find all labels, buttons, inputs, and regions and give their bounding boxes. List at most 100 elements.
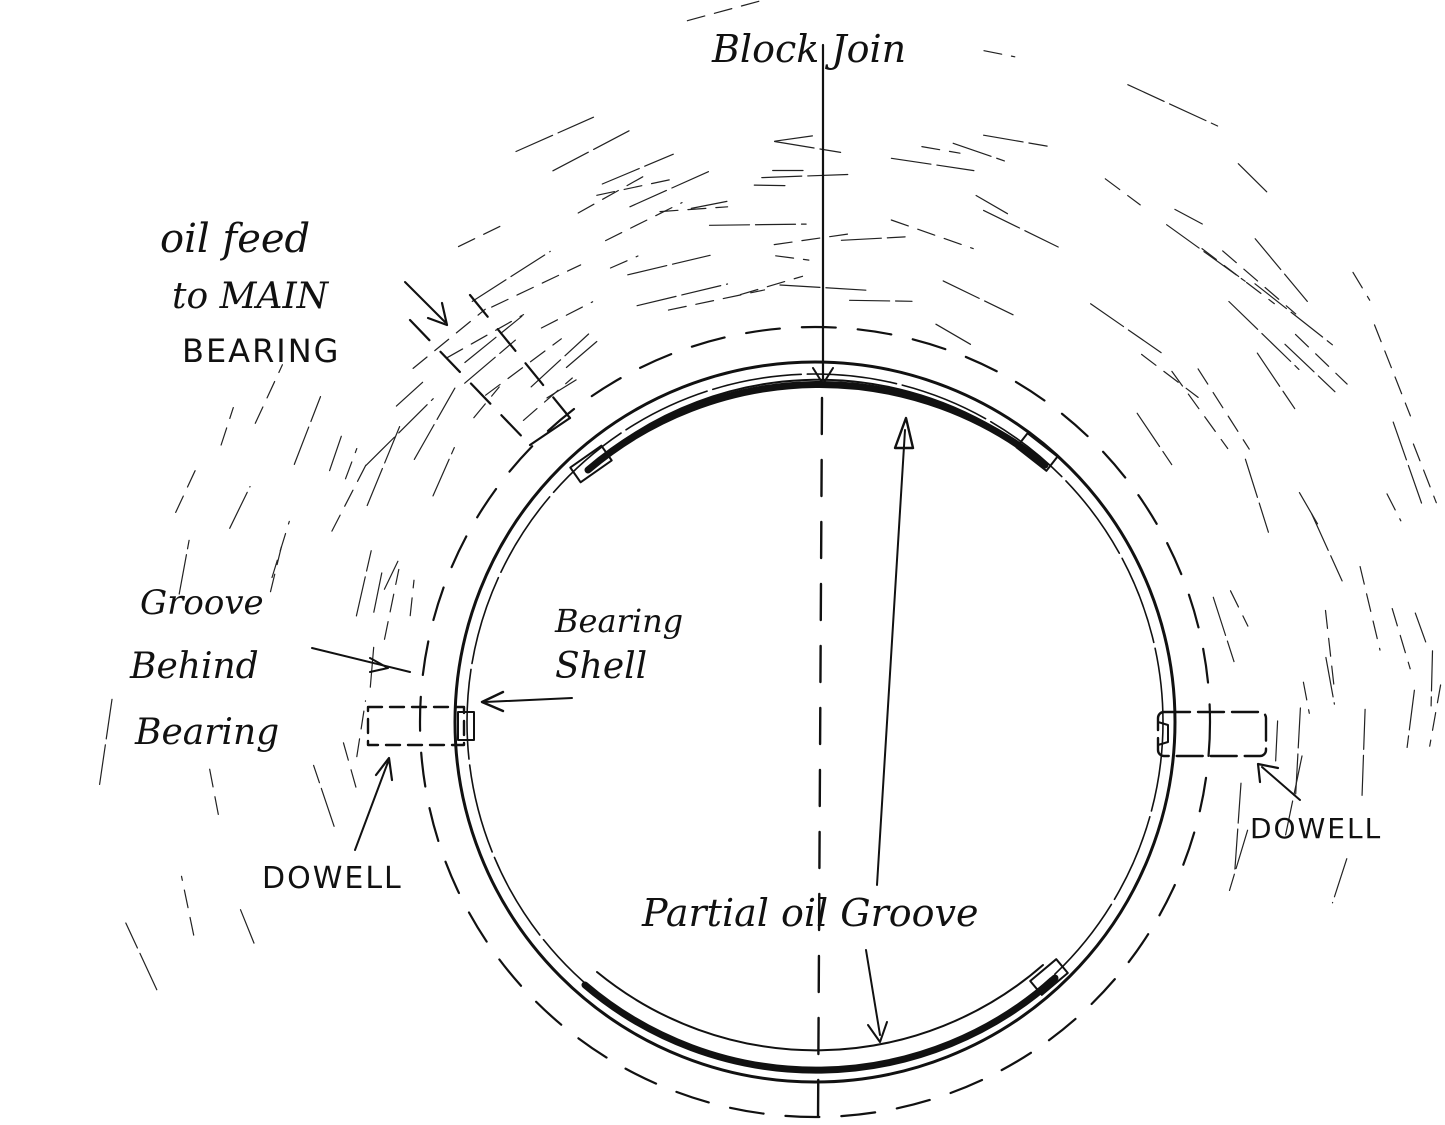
groove-end-top-right (1015, 432, 1059, 472)
hatch-stroke (355, 550, 372, 617)
groove-leader-down (865, 949, 881, 1036)
groove-leader-up (876, 429, 906, 886)
hatch-stroke (329, 435, 342, 472)
hatch-stroke (254, 364, 283, 424)
dowel-left-leader-head (374, 756, 394, 782)
hatch-stroke (761, 173, 852, 179)
hatch-stroke (840, 236, 906, 241)
hatch-stroke (779, 284, 872, 292)
groove-end-top-left (569, 444, 613, 484)
dowel-left (366, 705, 466, 747)
hatch-stroke (775, 255, 810, 261)
hatch-stroke (271, 520, 290, 579)
hatch-stroke (383, 560, 399, 590)
hatch-stroke (1174, 208, 1203, 225)
groove-behind-leader (311, 647, 411, 673)
hatch-stroke (1274, 720, 1279, 765)
dowel-right-leader-head (1256, 762, 1280, 784)
hatch-stroke (1127, 84, 1219, 127)
hatch-stroke (627, 254, 711, 276)
groove-end-bottom-right (1029, 958, 1069, 996)
hatch-stroke (125, 922, 158, 991)
groove-leader-up-head (893, 416, 915, 450)
hatch-stroke (659, 206, 729, 213)
hatch-stroke (546, 379, 577, 399)
label-partial-oil-groove: Partial oil Groove (641, 891, 979, 935)
hatch-stroke (609, 255, 639, 269)
dowel-left-leader (354, 761, 389, 851)
hatch-stroke (1386, 493, 1402, 522)
label-block-join: Block Join (711, 27, 906, 71)
hatch-stroke (473, 386, 500, 419)
hatch-stroke (1104, 178, 1141, 206)
label-oil-feed-1: oil feed (160, 216, 310, 262)
hatch-stroke (491, 264, 582, 308)
hatch-stroke (774, 135, 814, 142)
hatch-stroke (432, 447, 455, 497)
groove-behind-leader-head (369, 657, 389, 673)
hatch-stroke (636, 283, 729, 307)
partial-oil-groove-bottom-inner (596, 964, 1044, 1052)
partial-oil-groove-top (584, 380, 1049, 474)
hatch-stroke (178, 539, 190, 595)
hatch-stroke (356, 700, 367, 758)
hatch-stroke (1228, 829, 1249, 892)
partial-oil-groove-bottom (581, 974, 1059, 1074)
hatch-stroke (207, 758, 219, 816)
hatch-stroke (1140, 353, 1199, 398)
hatch-stroke (485, 338, 562, 396)
label-groove-1: Groove (140, 583, 264, 623)
block-join-arrow (812, 367, 834, 385)
hatch-stroke (1294, 333, 1348, 385)
label-groove-3: Bearing (134, 712, 279, 753)
hatch-stroke (921, 146, 961, 154)
hatch-stroke (522, 377, 573, 421)
hatch-stroke (773, 233, 852, 246)
bearing-shell-outer-circle (453, 360, 1177, 1084)
hatch-stroke (686, 0, 762, 22)
hatch-stroke (457, 222, 508, 248)
hatch-stroke (341, 737, 357, 788)
hatch-stroke (464, 339, 517, 384)
hatch-stroke (565, 340, 598, 369)
hatch-stroke (464, 315, 523, 364)
hatch-stroke (293, 396, 322, 465)
hatch-stroke (1234, 782, 1242, 872)
bearing-shell-inner-circle (466, 373, 1164, 1071)
hatch-stroke (409, 579, 415, 617)
partial-oil-groove-top-inner (599, 378, 1031, 459)
hatch-stroke (98, 698, 113, 786)
hatch-stroke (229, 486, 251, 529)
label-dowel-right: DOWELL (1250, 812, 1382, 845)
hatch-stroke (739, 275, 804, 296)
hatch-stroke (629, 169, 714, 208)
hatch-stroke (175, 466, 198, 514)
hatch-stroke (1324, 609, 1335, 687)
hatch-stroke (1331, 858, 1348, 904)
hatch-stroke (1136, 412, 1173, 466)
hatch-stroke (1089, 303, 1162, 354)
hatch-stroke (1254, 283, 1334, 346)
label-groove-2: Behind (129, 646, 259, 687)
hatch-stroke (708, 223, 807, 226)
bearing-shell-arrow-shaft (484, 697, 573, 703)
hatch-stroke (1352, 271, 1371, 301)
hatch-stroke (365, 398, 434, 466)
hatch-stroke (1237, 163, 1270, 195)
hatch-stroke (1256, 352, 1296, 410)
oil-feed-passage-line-1 (408, 318, 532, 447)
hatch-stroke (1361, 708, 1366, 801)
oil-feed-passage-end (528, 416, 572, 447)
hatch-stroke (446, 314, 525, 359)
label-bearing-shell-1: Bearing (554, 602, 683, 640)
hatch-stroke (540, 301, 594, 329)
hatch-stroke (1228, 300, 1300, 370)
hatch-stroke (331, 460, 369, 532)
dowel-left-tip (457, 711, 475, 741)
hatch-stroke (1414, 612, 1427, 643)
hatch-stroke (1222, 250, 1297, 315)
dowel-right (1156, 710, 1268, 758)
hatch-stroke (313, 764, 335, 827)
hatch-stroke (1212, 596, 1235, 663)
hatch-stroke (344, 448, 358, 480)
